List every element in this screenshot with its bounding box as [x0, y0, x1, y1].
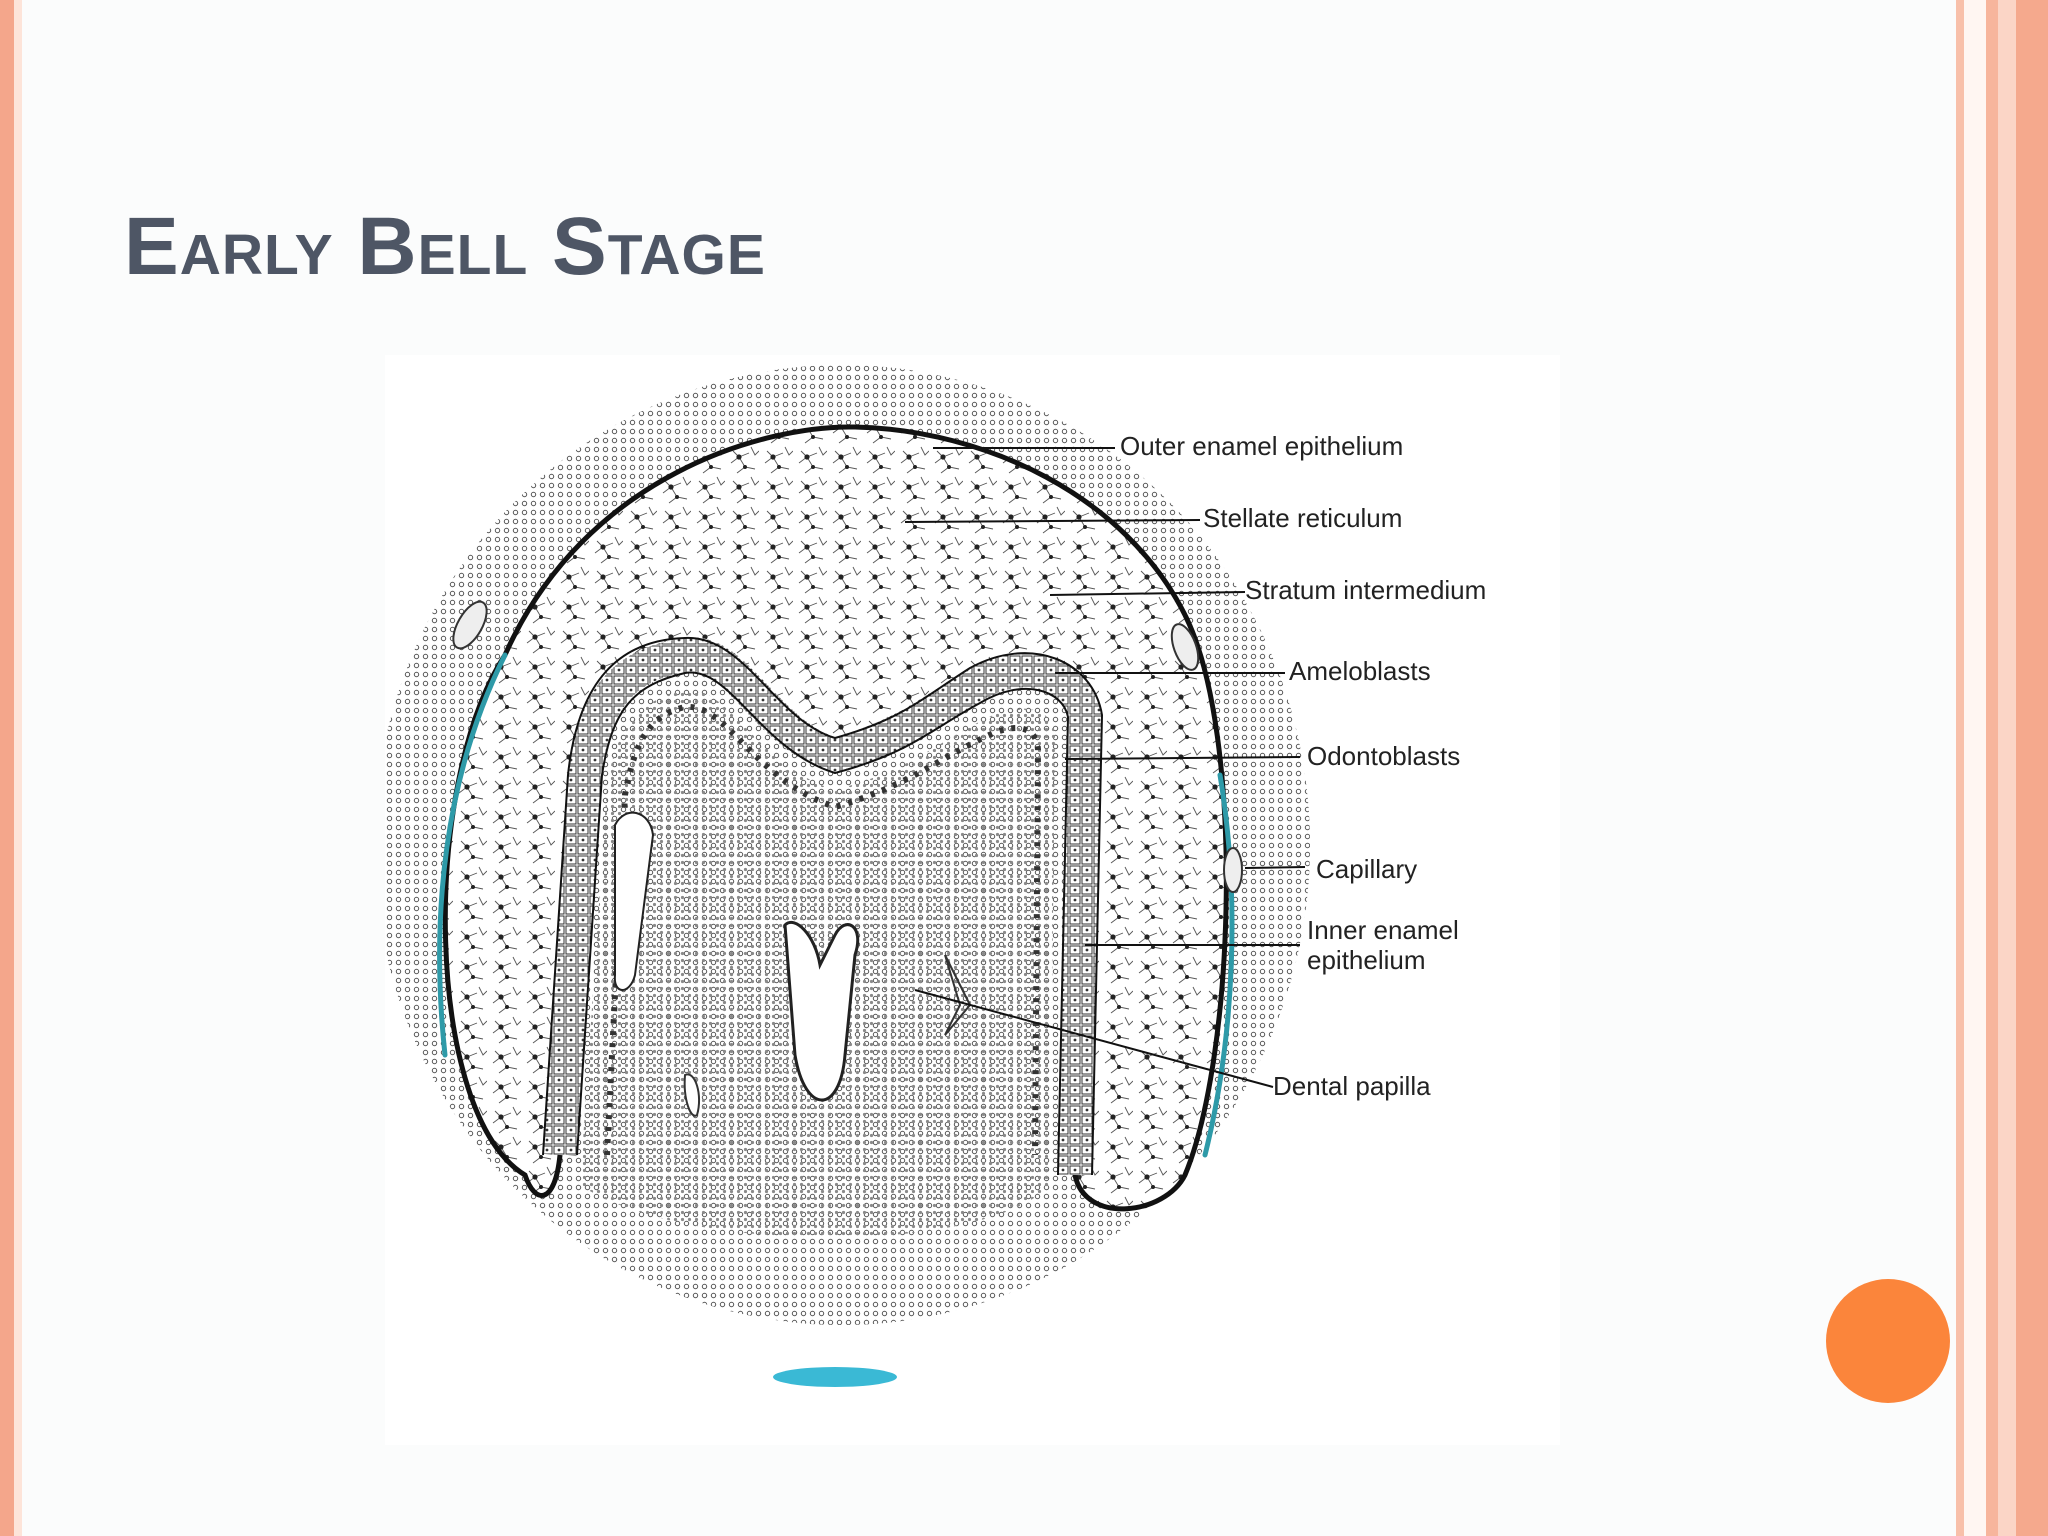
- label-dental-papilla: Dental papilla: [1273, 1071, 1431, 1101]
- label-outer-enamel-epithelium: Outer enamel epithelium: [1120, 431, 1404, 461]
- label-capillary: Capillary: [1316, 854, 1418, 884]
- blood-vessel: [783, 921, 860, 1102]
- tooth-germ-diagram: Outer enamel epithelium Stellate reticul…: [385, 355, 1560, 1445]
- label-stellate-reticulum: Stellate reticulum: [1203, 503, 1403, 533]
- label-stratum-intermedium: Stratum intermedium: [1245, 575, 1487, 605]
- right-frame-stripe: [1998, 0, 2016, 1536]
- label-inner-enamel-epithelium-line2: epithelium: [1307, 945, 1426, 975]
- odontoblast-layer: [604, 703, 1042, 1156]
- teal-smudge: [773, 1367, 897, 1387]
- outer-epithelium-teal: [437, 652, 508, 1058]
- blood-vessel: [683, 1073, 701, 1117]
- blood-vessel: [944, 954, 972, 1036]
- orange-accent-dot: [1826, 1279, 1950, 1403]
- label-odontoblasts: Odontoblasts: [1307, 741, 1461, 771]
- label-inner-enamel-epithelium-line1: Inner enamel: [1307, 915, 1459, 945]
- leader-lines: [904, 447, 1306, 1088]
- capillary-right: [1170, 623, 1200, 671]
- blood-vessel: [613, 811, 655, 991]
- right-frame-gap: [1964, 0, 1986, 1536]
- label-ameloblasts: Ameloblasts: [1289, 656, 1431, 686]
- left-frame-border: [0, 0, 14, 1536]
- slide-title: Early Bell Stage: [124, 201, 766, 292]
- right-frame-stripe: [2016, 0, 2048, 1536]
- left-frame-border-inner: [14, 0, 22, 1536]
- ameloblast-layer: [543, 637, 1103, 1176]
- diagram-illustration: [385, 365, 1310, 1387]
- capillary-right-lower: [1223, 847, 1243, 893]
- outer-epithelium-teal: [1202, 772, 1235, 1158]
- right-frame-stripe: [1986, 0, 1998, 1536]
- capillary-left: [452, 600, 488, 650]
- right-frame-stripe: [1956, 0, 1964, 1536]
